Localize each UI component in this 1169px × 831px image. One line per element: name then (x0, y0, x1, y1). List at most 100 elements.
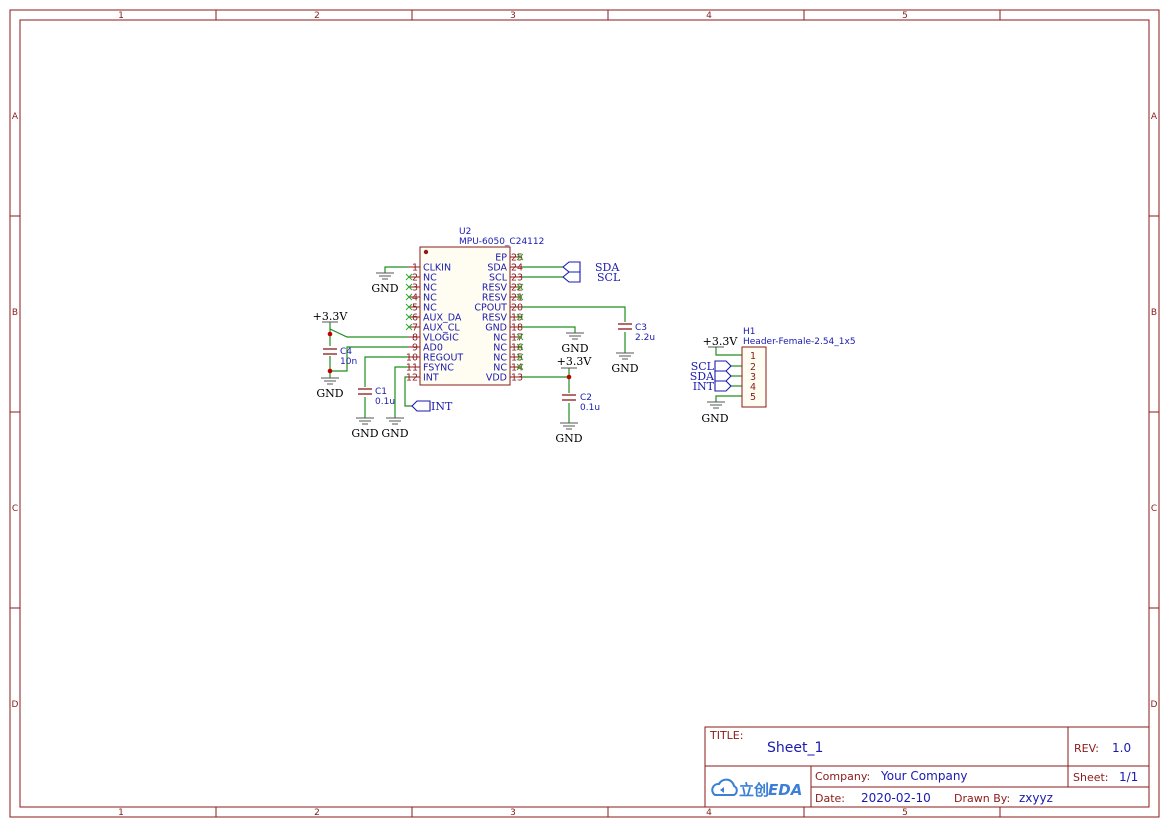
capacitor-c4[interactable]: C4 10n (323, 347, 357, 367)
net-flag-sda-u2[interactable]: SDA (562, 261, 620, 274)
h1-pin-2: 2 (750, 362, 756, 373)
nc-marker (516, 253, 524, 261)
gnd-symbol-c4: GND (316, 377, 344, 400)
title-block: TITLE: Sheet_1 REV: 1.0 Company: Your Co… (704, 726, 1150, 808)
u2-right-pin-number: 18 (511, 323, 523, 334)
u2-body[interactable] (419, 246, 511, 386)
net-flag-scl-h1[interactable]: SCL (691, 360, 732, 373)
svg-text:GND: GND (316, 387, 343, 400)
nc-marker (516, 353, 524, 361)
svg-text:SDA: SDA (595, 261, 620, 274)
svg-text:+3.3V: +3.3V (703, 335, 739, 348)
c1-value: 0.1u (375, 397, 395, 407)
h1-pin-3: 3 (750, 372, 756, 383)
frame-col-1-bottom: 1 (118, 808, 124, 818)
cloud-icon (711, 778, 738, 796)
wires (329, 266, 742, 423)
h1-body[interactable] (741, 346, 767, 408)
u2-left-pin-number: 7 (412, 323, 418, 334)
company-label: Company: (815, 770, 870, 783)
date-value: 2020-02-10 (861, 791, 931, 805)
frame-col-3-bottom: 3 (510, 808, 516, 818)
lceda-logo: 立创 EDA (711, 778, 802, 799)
nc-marker (516, 343, 524, 351)
u2-right-pin-name: GND (485, 323, 507, 334)
gnd-symbol-pin18: GND (561, 332, 589, 355)
nc-marker (516, 333, 524, 341)
frame-col-2-top: 2 (314, 11, 320, 21)
capacitor-c1[interactable]: C1 0.1u (358, 387, 395, 407)
u2-right-pin-name: VDD (486, 373, 507, 384)
u2-right-pin-name: EP (495, 253, 507, 264)
svg-text:GND: GND (701, 412, 728, 425)
capacitor-c2[interactable]: C2 0.1u (562, 393, 600, 413)
u2-right-pins: 25EP24SDA23SCL22RESV21RESV20CPOUT19RESV1… (474, 253, 523, 384)
u2-left-pin-number: 9 (412, 343, 418, 354)
u2-ref: U2 (459, 227, 471, 237)
net-flag-scl-u2[interactable]: SCL (562, 271, 621, 284)
drawn-by-value: zxyyz (1019, 791, 1053, 805)
logo-cn: 立创 (739, 781, 769, 799)
vcc-symbol-c2: +3.3V (557, 355, 593, 369)
nc-marker (405, 323, 413, 331)
vcc-symbol-h1: +3.3V (703, 335, 739, 348)
u2-left-pin-name: REGOUT (423, 353, 463, 364)
sheet-value: 1/1 (1119, 770, 1138, 784)
u2-right-pin-number: 17 (511, 333, 523, 344)
nc-marker (405, 303, 413, 311)
svg-text:SCL: SCL (691, 360, 715, 373)
nc-marker (516, 313, 524, 321)
svg-text:+3.3V: +3.3V (557, 355, 593, 368)
title-label: TITLE: (709, 729, 743, 742)
date-label: Date: (815, 792, 845, 805)
u2-pin1-dot (423, 249, 429, 255)
gnd-symbol-fsync: GND (381, 417, 409, 440)
net-flag-sda-h1[interactable]: SDA (690, 370, 732, 383)
vcc-symbol-c4: +3.3V (313, 310, 349, 323)
u2-left-pin-number: 1 (412, 263, 418, 274)
nc-marker (516, 293, 524, 301)
no-connect-markers (405, 253, 524, 371)
h1-header[interactable]: H1 Header-Female-2.54_1x5 1 2 3 4 5 (741, 327, 856, 408)
u2-right-pin-name: CPOUT (474, 303, 507, 314)
capacitor-c3[interactable]: C3 2.2u (618, 323, 655, 343)
nc-marker (516, 363, 524, 371)
u2-left-pin-name: VLOGIC (423, 333, 459, 344)
svg-text:GND: GND (381, 427, 408, 440)
net-flag-int-u2[interactable]: INT (411, 400, 453, 413)
h1-pin-1: 1 (750, 351, 756, 362)
frame-row-a-right: A (1151, 112, 1158, 122)
u2-left-pin-name: NC (423, 293, 437, 304)
gnd-symbol-c3: GND (611, 352, 639, 375)
gnd-symbol-c2: GND (555, 422, 583, 445)
frame-row-c-left: C (12, 504, 18, 514)
svg-text:GND: GND (611, 362, 638, 375)
c2-value: 0.1u (580, 403, 600, 413)
u2-left-pin-number: 11 (406, 363, 418, 374)
c3-value: 2.2u (635, 333, 655, 343)
svg-text:GND: GND (351, 427, 378, 440)
u2-value: MPU-6050_C24112 (459, 237, 544, 247)
frame-col-4-top: 4 (706, 11, 712, 21)
h1-pin-5: 5 (750, 392, 756, 403)
u2-right-pin-number: 15 (511, 353, 523, 364)
nc-marker (405, 313, 413, 321)
u2-right-pin-name: NC (493, 363, 507, 374)
u2-right-pin-number: 21 (511, 293, 523, 304)
u2-left-pin-number: 6 (412, 313, 418, 324)
c3-ref: C3 (635, 323, 647, 333)
nc-marker (516, 283, 524, 291)
u2-left-pin-name: CLKIN (423, 263, 451, 274)
u2-left-pin-name: NC (423, 273, 437, 284)
net-flag-int-h1[interactable]: INT (693, 380, 732, 393)
title-value: Sheet_1 (767, 740, 823, 756)
rev-label: REV: (1074, 742, 1099, 755)
sheet-label: Sheet: (1073, 771, 1109, 784)
c2-ref: C2 (580, 393, 592, 403)
u2-left-pin-name: AUX_CL (423, 323, 460, 334)
c1-ref: C1 (375, 387, 387, 397)
u2-right-pin-name: NC (493, 353, 507, 364)
u2-left-pin-name: AUX_DA (423, 313, 462, 324)
